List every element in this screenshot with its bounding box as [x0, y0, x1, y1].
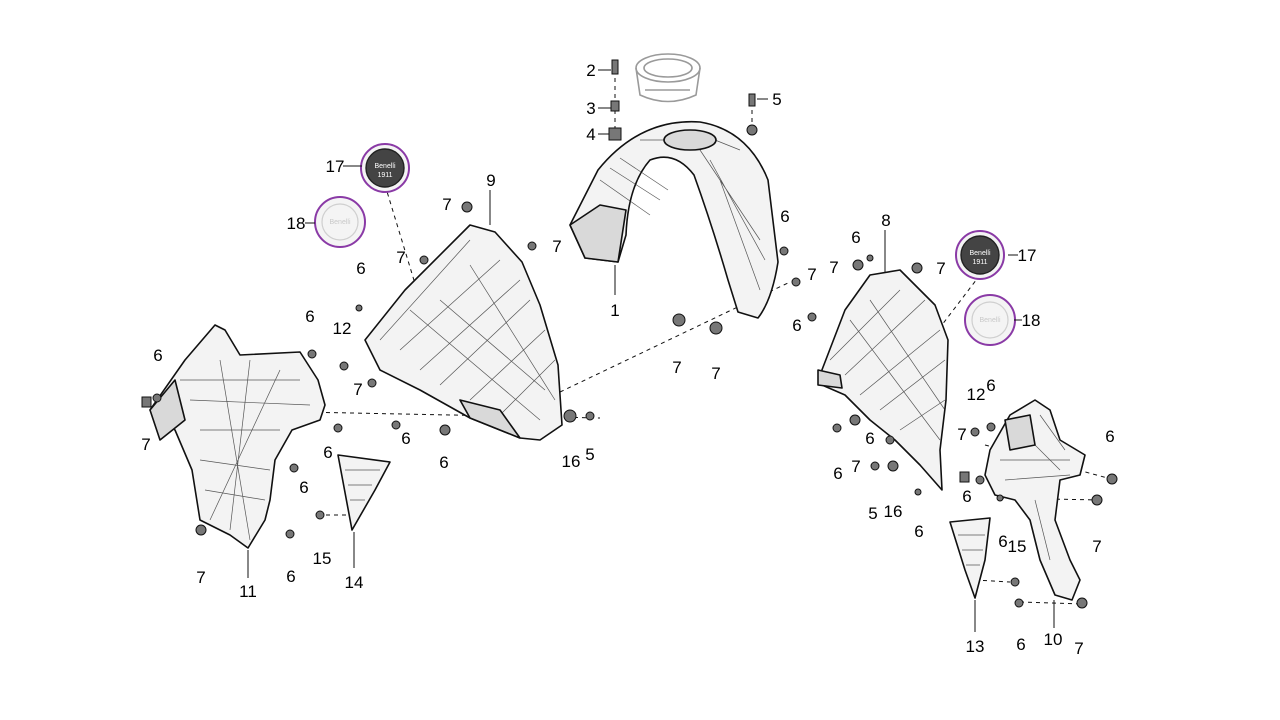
callout-6-m: 6: [865, 429, 874, 448]
badge-18-left: Benelli: [314, 196, 366, 248]
callout-1: 1: [610, 301, 619, 320]
callout-18-right: 18: [1022, 311, 1041, 330]
callout-11: 11: [239, 582, 257, 601]
callout-18-left: 18: [287, 214, 306, 233]
callout-6-r: 6: [1105, 427, 1114, 446]
callout-6-q: 6: [998, 532, 1007, 551]
callout-6-c: 6: [153, 346, 162, 365]
callout-6-s: 6: [1016, 635, 1025, 654]
callout-15-right: 15: [1008, 537, 1027, 556]
callout-6-i: 6: [780, 207, 789, 226]
part-9-left-side-panel: [364, 224, 563, 441]
callout-7-c: 7: [552, 237, 561, 256]
callout-6-e: 6: [439, 453, 448, 472]
part-13-small-right-trim: [949, 517, 991, 599]
callout-15-left: 15: [313, 549, 332, 568]
part-11-lower-left-panel: [149, 324, 326, 549]
callout-7-n: 7: [1092, 537, 1101, 556]
callout-6-b: 6: [305, 307, 314, 326]
callout-17-right: 17: [1018, 246, 1037, 265]
callout-14: 14: [345, 573, 364, 592]
callout-7-e: 7: [353, 380, 362, 399]
part-14-small-trim: [337, 454, 391, 531]
callout-17-left: 17: [326, 157, 345, 176]
callout-8: 8: [881, 211, 890, 230]
ghost-filler-ring: [635, 53, 701, 103]
callout-7-j: 7: [829, 258, 838, 277]
badge-17-right-sub: 1911: [972, 259, 987, 266]
callout-6-l: 6: [833, 464, 842, 483]
callout-6-d: 6: [401, 429, 410, 448]
callout-6-j: 6: [792, 316, 801, 335]
callout-9: 9: [486, 171, 495, 190]
callout-7-d: 7: [141, 435, 150, 454]
callout-7-g: 7: [672, 358, 681, 377]
badge-17-right-brand: Benelli: [969, 250, 990, 257]
callout-12-right: 12: [967, 385, 986, 404]
callout-6-p: 6: [962, 487, 971, 506]
callout-2: 2: [586, 61, 595, 80]
part-8-right-side-panel: [817, 269, 949, 491]
callout-5-top: 5: [772, 90, 781, 109]
callout-5-left: 5: [585, 445, 594, 464]
callout-7-k: 7: [936, 259, 945, 278]
leader-lines: [247, 69, 1055, 632]
callout-12-left: 12: [333, 319, 352, 338]
callout-7-b: 7: [396, 248, 405, 267]
callout-7-o: 7: [1074, 639, 1083, 658]
callout-3: 3: [586, 99, 595, 118]
callout-6-h: 6: [286, 567, 295, 586]
callout-16-left: 16: [562, 452, 581, 471]
badge-17-left-sub: 1911: [377, 172, 392, 179]
callout-6-k: 6: [851, 228, 860, 247]
badge-17-right: Benelli 1911: [955, 230, 1005, 280]
callout-7-l: 7: [851, 457, 860, 476]
callout-6-f: 6: [323, 443, 332, 462]
callout-10: 10: [1044, 630, 1063, 649]
badge-17-left: Benelli 1911: [360, 143, 410, 193]
callout-7-h: 7: [711, 364, 720, 383]
callout-16-right: 16: [884, 502, 903, 521]
part-1-tank-cover: [569, 120, 779, 319]
callout-labels: 2 3 4 5 1 17 18 17 18 9 8 11 14 13 10 7 …: [141, 61, 1114, 658]
badge-18-left-brand: Benelli: [329, 219, 350, 226]
callout-6-a: 6: [356, 259, 365, 278]
callout-7-i: 7: [807, 265, 816, 284]
callout-6-n: 6: [914, 522, 923, 541]
callout-13: 13: [966, 637, 985, 656]
badge-17-left-brand: Benelli: [374, 163, 395, 170]
callout-6-g: 6: [299, 478, 308, 497]
fasteners: [141, 59, 1118, 609]
callout-7-a: 7: [442, 195, 451, 214]
callout-7-f: 7: [196, 568, 205, 587]
badge-18-right: Benelli: [964, 294, 1016, 346]
part-10-lower-right-panel: [984, 399, 1086, 601]
callout-4: 4: [586, 125, 595, 144]
badge-18-right-brand: Benelli: [979, 317, 1000, 324]
callout-5-right: 5: [868, 504, 877, 523]
callout-7-m: 7: [957, 425, 966, 444]
callout-6-o: 6: [986, 376, 995, 395]
